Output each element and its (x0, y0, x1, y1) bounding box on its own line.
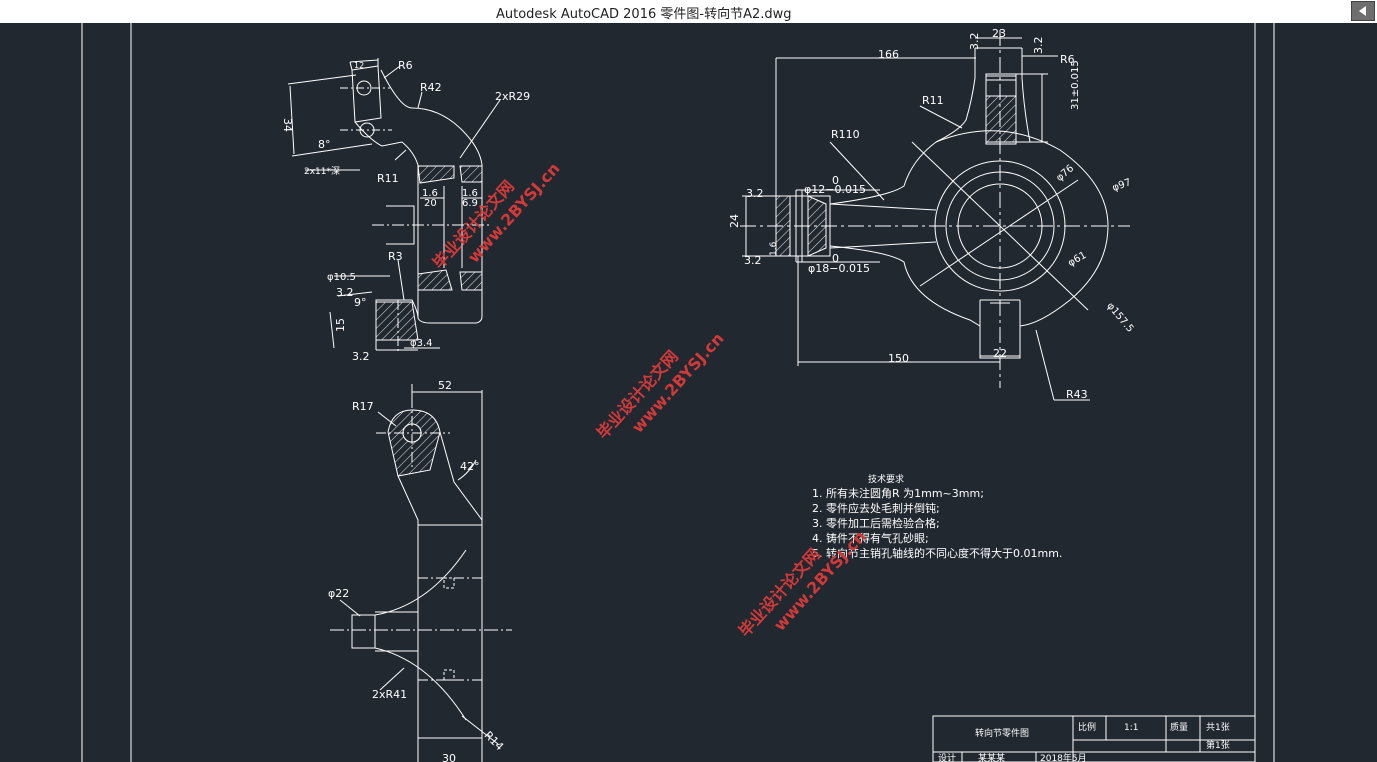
dim-1.6-c: 1.6 (769, 241, 779, 256)
title-block-text: 转向节零件图 比例 1:1 质量 共1张 第1张 设计 某某某 2018年5月 (938, 721, 1230, 762)
dim-6.9: 6.9 (462, 198, 478, 209)
dim-31: 31±0.015 (1070, 60, 1081, 110)
dim-r6-right: R6 (1060, 53, 1075, 66)
tb-sheet-total: 共1张 (1206, 722, 1230, 733)
dim-phi18: φ18−0.015 (808, 262, 870, 275)
dim-3.2-a: 3.2 (336, 286, 354, 299)
dim-r110: R110 (831, 128, 860, 141)
drawing-canvas[interactable]: 12 R6 R42 2xR29 34 8° 2x11*深 R11 1.6 20 … (0, 23, 1377, 762)
dim-52: 52 (438, 379, 452, 392)
dim-r3: R3 (388, 250, 403, 263)
dim-3.2-d: 3.2 (1032, 37, 1045, 55)
dim-1.6-a: 1.6 (422, 188, 438, 199)
top-left-view (287, 58, 501, 354)
dim-20: 20 (424, 198, 437, 209)
title-block (932, 715, 1256, 762)
dim-24: 24 (728, 214, 741, 228)
dim-30: 30 (442, 752, 456, 762)
dim-phi10.5: φ10.5 (327, 272, 356, 283)
dim-phi3.4: φ3.4 (410, 338, 433, 349)
technical-notes: 技术要求 1. 所有未注圆角R 为1mm~3mm; 2. 零件应去处毛刺并倒钝;… (812, 473, 1062, 560)
dim-8deg: 8° (318, 138, 331, 151)
note-4: 4. 铸件不得有气孔砂眼; (812, 531, 929, 545)
dim-23: 23 (992, 27, 1006, 40)
tb-part-name: 转向节零件图 (975, 727, 1029, 739)
dim-3.2-e: 3.2 (746, 187, 764, 200)
dim-phi22: φ22 (328, 587, 349, 600)
tb-weight-label: 质量 (1170, 721, 1188, 733)
dim-phi12: φ12−0.015 (804, 183, 866, 196)
dim-3.2-f: 3.2 (744, 254, 762, 267)
dim-2xr29: 2xR29 (495, 90, 530, 103)
tb-ratio: 1:1 (1124, 723, 1138, 733)
note-3: 3. 零件加工后需检验合格; (812, 516, 940, 530)
tb-design-label: 设计 (938, 752, 956, 762)
dim-166: 166 (878, 48, 899, 61)
dim-r43: R43 (1066, 388, 1088, 401)
dim-34: 34 (281, 118, 294, 132)
dim-1.6-b: 1.6 (462, 188, 478, 199)
bottom-left-view (330, 384, 512, 762)
dim-tol-0-b: 0 (832, 252, 839, 265)
tb-date: 2018年5月 (1040, 752, 1087, 762)
dim-3.2-c: 3.2 (968, 33, 981, 51)
window-title: Autodesk AutoCAD 2016 零件图-转向节A2.dwg (496, 7, 792, 22)
dim-r42: R42 (420, 81, 442, 94)
dim-15: 15 (334, 318, 347, 332)
dim-42deg: 42° (460, 460, 480, 473)
tb-ratio-label: 比例 (1078, 721, 1096, 733)
drawing-frame (81, 23, 1275, 762)
dim-2xr41: 2xR41 (372, 688, 407, 701)
dim-r17: R17 (352, 400, 374, 413)
dim-9deg: 9° (354, 296, 367, 309)
dim-r11-left: R11 (377, 172, 399, 185)
titlebar-scroll-button[interactable] (1351, 1, 1375, 21)
tb-designer: 某某某 (978, 753, 1005, 762)
dim-12: 12 (354, 61, 364, 70)
dim-holes: 2x11*深 (304, 166, 340, 177)
note-1: 1. 所有未注圆角R 为1mm~3mm; (812, 486, 984, 500)
dim-22: 22 (993, 347, 1007, 360)
dim-3.2-b: 3.2 (352, 350, 370, 363)
dim-tol-0-a: 0 (832, 174, 839, 187)
right-main-view (740, 30, 1130, 401)
dim-r11-right: R11 (922, 94, 944, 107)
note-2: 2. 零件应去处毛刺并倒钝; (812, 501, 940, 515)
dimension-labels: 12 R6 R42 2xR29 34 8° 2x11*深 R11 1.6 20 … (281, 27, 1135, 762)
note-5: 5. 转向节主销孔轴线的不同心度不得大于0.01mm. (812, 546, 1062, 560)
dim-r6-left: R6 (398, 59, 413, 72)
chevron-left-icon (1359, 6, 1366, 16)
dim-150: 150 (888, 352, 909, 365)
notes-heading: 技术要求 (868, 473, 904, 485)
window-titlebar: Autodesk AutoCAD 2016 零件图-转向节A2.dwg (0, 0, 1377, 24)
tb-sheet-no: 第1张 (1206, 739, 1230, 751)
